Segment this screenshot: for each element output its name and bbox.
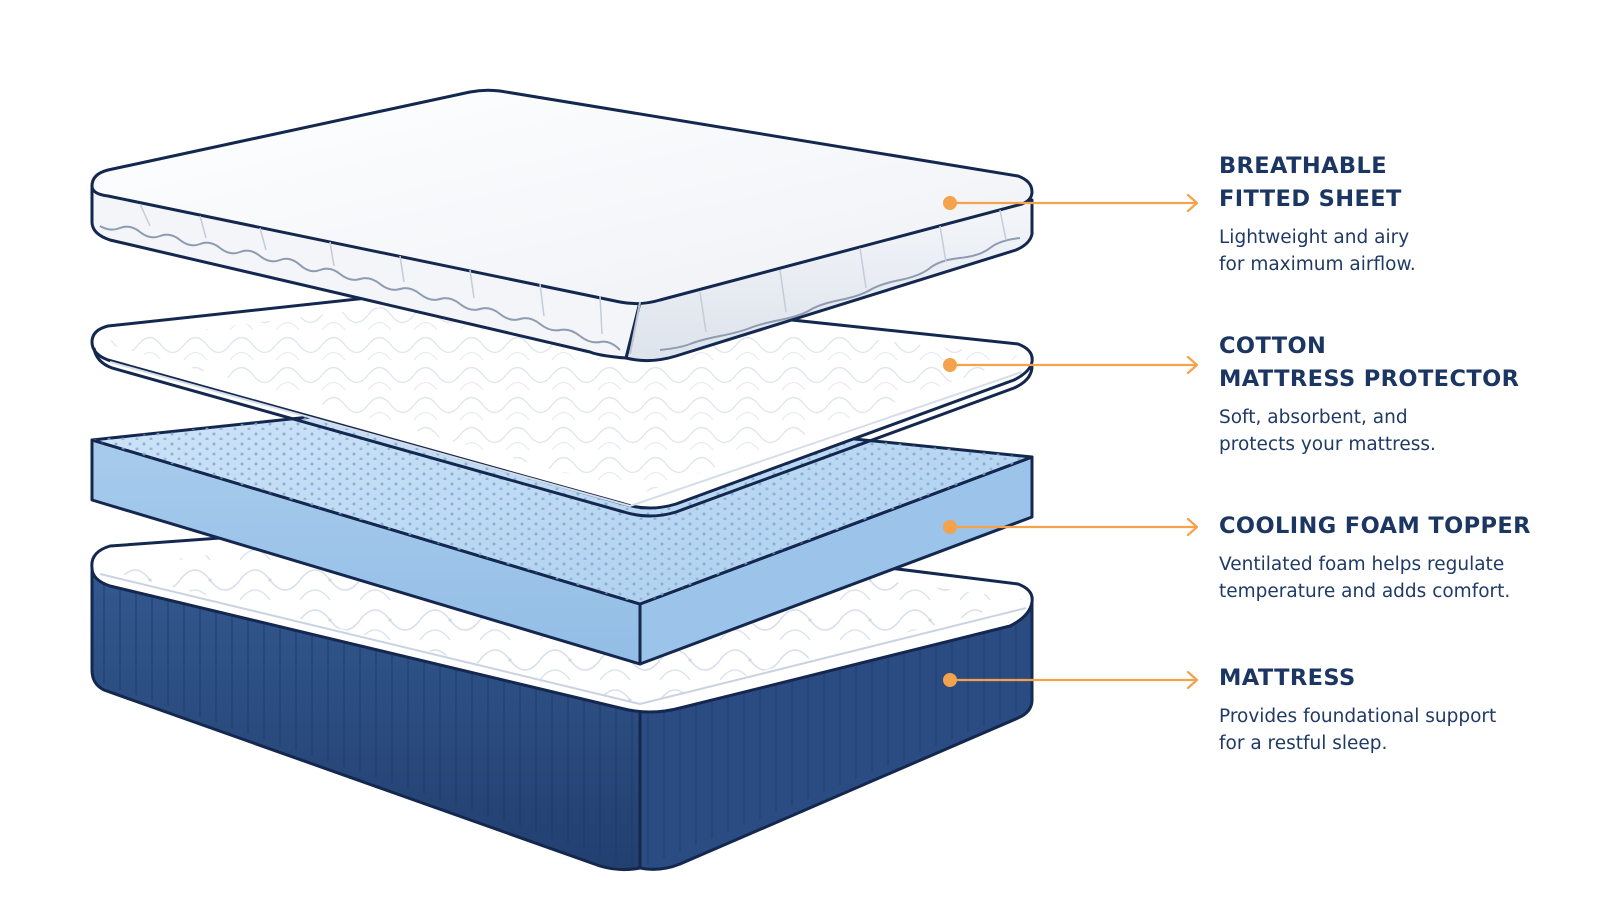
callout-title: COOLING FOAM TOPPER xyxy=(1219,510,1559,543)
callout-description: Ventilated foam helps regulate temperatu… xyxy=(1219,551,1559,605)
leader-dot-foam-topper xyxy=(943,520,957,534)
callout-description: Soft, absorbent, and protects your mattr… xyxy=(1219,404,1559,458)
arrow-head-icon xyxy=(1186,670,1199,690)
callout-fitted-sheet: BREATHABLE FITTED SHEET Lightweight and … xyxy=(1219,150,1559,278)
sheet-top xyxy=(90,88,1034,306)
callout-mattress: MATTRESS Provides foundational support f… xyxy=(1219,662,1559,757)
leader-line-mattress-protector xyxy=(943,355,1199,375)
callout-title-line: COOLING FOAM TOPPER xyxy=(1219,513,1531,539)
callout-title: MATTRESS xyxy=(1219,662,1559,695)
callout-title: COTTON MATTRESS PROTECTOR xyxy=(1219,330,1559,396)
callout-title-line: MATTRESS xyxy=(1219,665,1356,691)
callout-desc-line: Lightweight and airy xyxy=(1219,227,1410,248)
fitted-sheet-layer-graphic xyxy=(90,88,1034,363)
leader-dot-mattress-protector xyxy=(943,358,957,372)
leader-dot-fitted-sheet xyxy=(943,196,957,210)
leader-line-fitted-sheet xyxy=(943,193,1199,213)
callout-mattress-protector: COTTON MATTRESS PROTECTOR Soft, absorben… xyxy=(1219,330,1559,458)
leader-line-foam-topper xyxy=(943,517,1199,537)
leader-dot-mattress xyxy=(943,673,957,687)
mattress-protector-layer-graphic xyxy=(90,285,1034,518)
callout-description: Lightweight and airy for maximum airflow… xyxy=(1219,224,1559,278)
callout-description: Provides foundational support for a rest… xyxy=(1219,703,1559,757)
callout-title-line: COTTON xyxy=(1219,333,1327,359)
arrow-head-icon xyxy=(1186,193,1199,213)
callout-title-line: MATTRESS PROTECTOR xyxy=(1219,366,1520,392)
callout-title-line: BREATHABLE xyxy=(1219,153,1387,179)
sheet-side-right xyxy=(624,198,1034,363)
callout-foam-topper: COOLING FOAM TOPPER Ventilated foam help… xyxy=(1219,510,1559,605)
callout-desc-line: Ventilated foam helps regulate xyxy=(1219,554,1505,575)
leader-line-mattress xyxy=(943,670,1199,690)
arrow-head-icon xyxy=(1186,355,1199,375)
callout-title: BREATHABLE FITTED SHEET xyxy=(1219,150,1559,216)
callout-desc-line: temperature and adds comfort. xyxy=(1219,581,1511,602)
callout-desc-line: protects your mattress. xyxy=(1219,434,1436,455)
callout-desc-line: Soft, absorbent, and xyxy=(1219,407,1408,428)
arrow-head-icon xyxy=(1186,517,1199,537)
callout-desc-line: for maximum airflow. xyxy=(1219,254,1416,275)
callout-title-line: FITTED SHEET xyxy=(1219,186,1402,212)
callout-desc-line: for a restful sleep. xyxy=(1219,733,1388,754)
callout-desc-line: Provides foundational support xyxy=(1219,706,1497,727)
